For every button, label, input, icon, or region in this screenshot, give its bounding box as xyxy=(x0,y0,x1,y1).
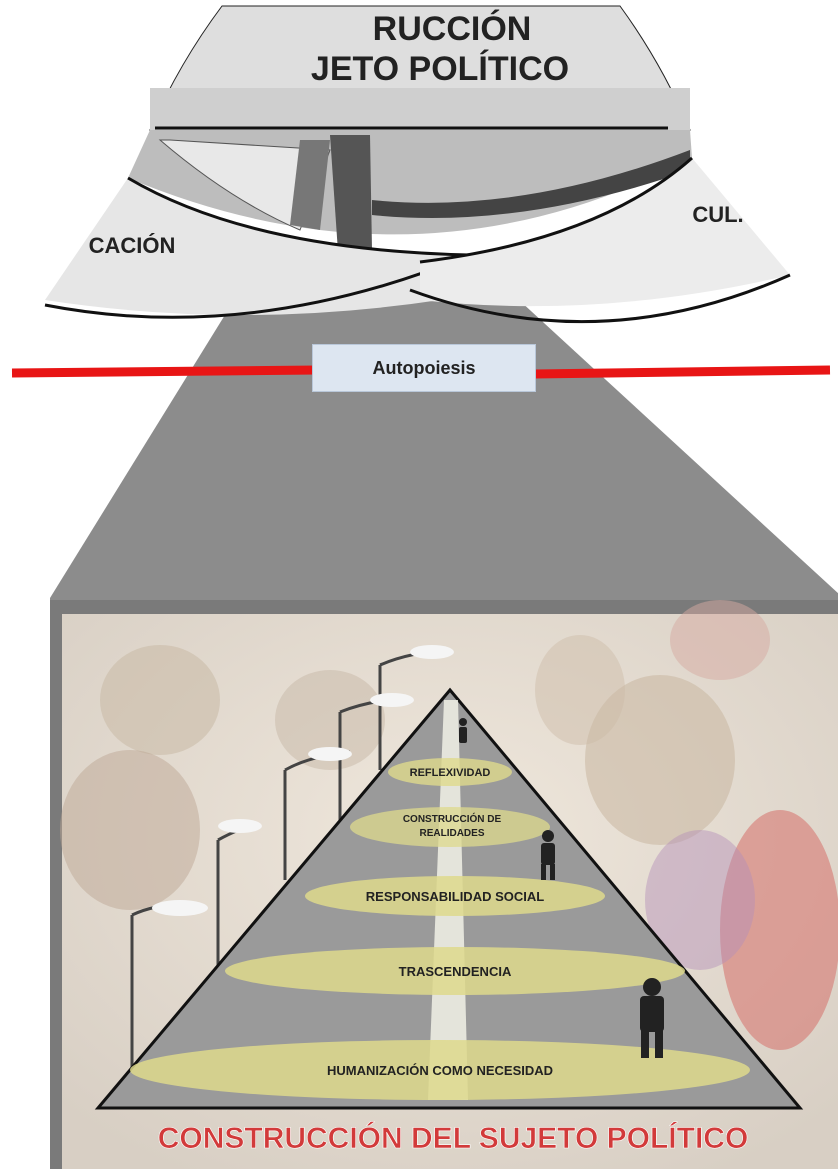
top-fan-image xyxy=(44,5,791,324)
funnel-shape xyxy=(50,255,838,600)
red-line-right xyxy=(533,365,831,379)
level-trascendencia: TRASCENDENCIA xyxy=(399,964,512,979)
walking-figure-icon xyxy=(459,718,664,1058)
autopoiesis-label: Autopoiesis xyxy=(372,357,476,378)
autopoiesis-box: Autopoiesis xyxy=(312,344,536,392)
level-reflexividad: REFLEXIVIDAD xyxy=(410,767,491,779)
level-humanizacion: HUMANIZACIÓN COMO NECESIDAD xyxy=(327,1063,553,1078)
level-construccion-1: CONSTRUCCIÓN DE xyxy=(403,812,502,825)
level-construccion-2: REALIDADES xyxy=(419,828,484,839)
fan-left-label: CACIÓN xyxy=(89,233,176,258)
fan-right-label: CUL. xyxy=(692,202,743,227)
bottom-title: CONSTRUCCIÓN DEL SUJETO POLÍTICO xyxy=(158,1121,749,1155)
red-line-left xyxy=(11,365,319,378)
bottom-picture xyxy=(50,600,838,1169)
fan-title-line1: RUCCIÓN xyxy=(373,10,532,48)
fan-title-line2: JETO POLÍTICO xyxy=(311,50,569,88)
level-responsabilidad: RESPONSABILIDAD SOCIAL xyxy=(366,889,544,904)
